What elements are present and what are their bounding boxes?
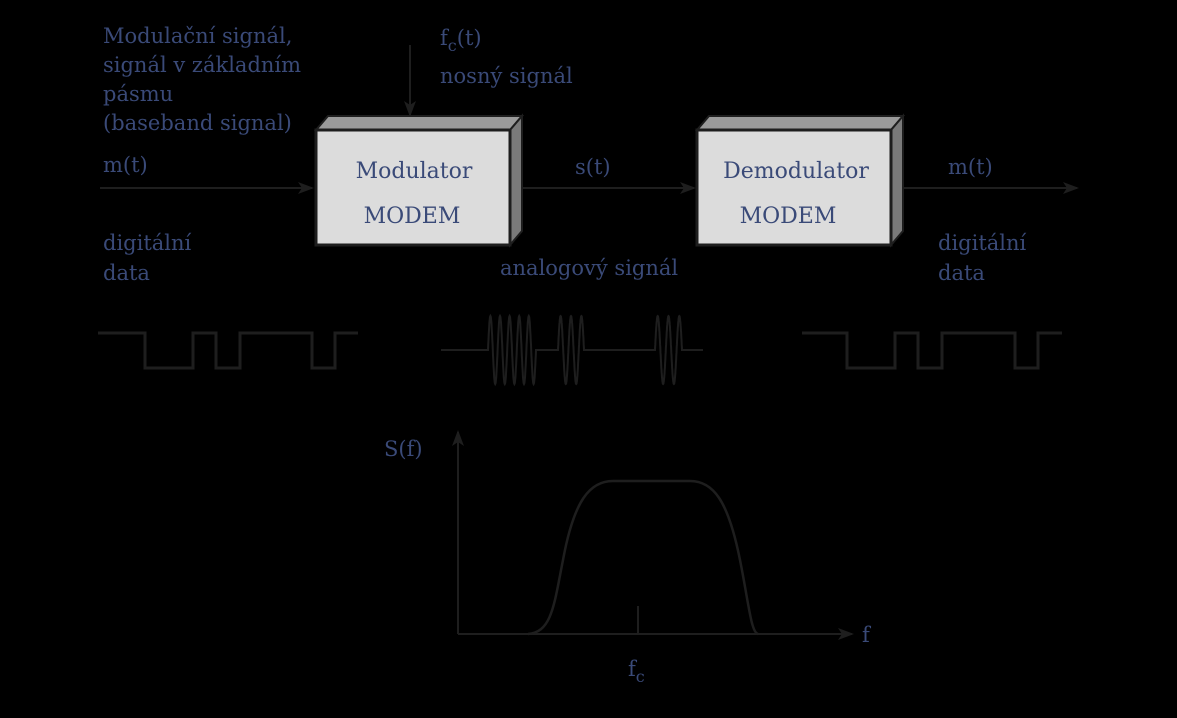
modulator-title: Modulator	[356, 159, 473, 184]
demodulator-title: Demodulator	[723, 159, 869, 184]
input-label-line-2: signál v základním	[103, 53, 301, 77]
center-frequency-label: fc	[628, 657, 645, 686]
output-data-line-2: data	[938, 261, 985, 285]
input-label-line-1: Modulační signál,	[103, 24, 292, 48]
output-digital-waveform	[802, 331, 1062, 370]
analog-modulated-waveform	[441, 313, 703, 387]
modulator-subtitle: MODEM	[364, 204, 461, 229]
carrier-label: fc(t)	[440, 26, 482, 55]
modulator-box: Modulator MODEM	[313, 113, 525, 248]
channel-signal-label: s(t)	[575, 155, 611, 179]
demodulator-subtitle: MODEM	[740, 204, 837, 229]
spectrum-curve	[527, 479, 759, 636]
channel-description: analogový signál	[500, 256, 678, 280]
output-data-line-1: digitální	[938, 231, 1027, 255]
input-data-line-2: data	[103, 261, 150, 285]
input-label-line-4: (baseband signal)	[103, 111, 292, 135]
carrier-description: nosný signál	[440, 64, 573, 88]
input-data-line-1: digitální	[103, 231, 192, 255]
input-label-line-3: pásmu	[103, 82, 173, 106]
spectrum-y-label: S(f)	[384, 437, 423, 461]
output-signal-label: m(t)	[948, 155, 993, 179]
spectrum-x-label: f	[862, 623, 872, 647]
input-digital-waveform	[98, 331, 358, 370]
input-signal-label: m(t)	[103, 153, 148, 177]
demodulator-box: Demodulator MODEM	[694, 113, 906, 248]
